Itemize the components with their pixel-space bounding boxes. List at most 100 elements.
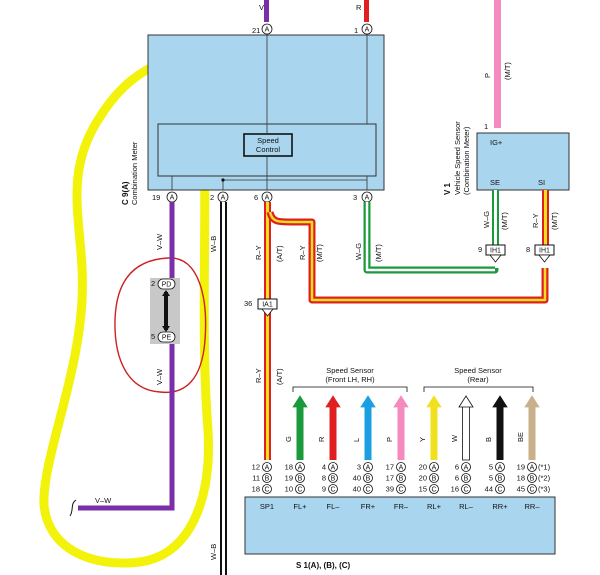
abs-pin-letter: A [530, 465, 535, 472]
pin-letter: A [365, 195, 370, 202]
abs-pin-number: 19 [285, 474, 293, 483]
abs-pin-number: 3 [357, 463, 361, 472]
wire-ry-branch-stripe [268, 211, 547, 302]
wire-note: (M/T) [550, 212, 559, 230]
abs-pin-number: 4 [322, 463, 326, 472]
abs-terminal-label: FL+ [293, 502, 307, 511]
abs-pin-letter: B [530, 476, 535, 483]
abs-pin-circle [527, 462, 537, 472]
arrow-down-icon [162, 326, 170, 332]
vss-sub: (Combination Meter) [462, 126, 471, 195]
abs-terminal-label: RR– [524, 502, 540, 511]
abs-pin-letter: A [298, 465, 303, 472]
abs-terminal-label: FL– [327, 502, 341, 511]
abs-pin-number: 18 [285, 463, 293, 472]
abs-pin-letter: B [464, 476, 469, 483]
abs-pin-letter: B [399, 476, 404, 483]
vss-pin-label: SE [490, 178, 500, 187]
wire-label: V–W [155, 233, 164, 250]
abs-pin-letter: B [432, 476, 437, 483]
arrow-up-icon [492, 395, 508, 408]
sensor-wire [364, 405, 372, 460]
sensor-wire-color-label: W [450, 434, 459, 442]
abs-pin-letter: C [431, 487, 436, 494]
speed-sensor-front-sub: (Front LH, RH) [325, 375, 375, 384]
wire-r-top [364, 0, 369, 22]
abs-pin-letter: A [432, 465, 437, 472]
pin-number: 9 [478, 245, 482, 254]
abs-pin-number: 5 [489, 463, 493, 472]
pin-circle [361, 23, 373, 35]
abs-pin-number: 17 [386, 463, 394, 472]
wire-label-r: R [356, 3, 362, 12]
abs-pin-number: 11 [252, 474, 260, 483]
pin-letter: A [221, 195, 226, 202]
vehicle-speed-sensor-box [476, 132, 570, 191]
wire-vw [78, 340, 175, 511]
abs-pin-circle [396, 462, 406, 472]
arrow-up-icon [524, 395, 540, 408]
abs-pin-number: 18 [252, 485, 260, 494]
wire-wg-vss-stripe [494, 190, 497, 248]
bracket-rear [423, 386, 534, 392]
wire-v-top [264, 0, 269, 22]
abs-pin-number: 15 [419, 485, 427, 494]
abs-pin-number: 9 [322, 485, 326, 494]
speed-control-label-2: Control [256, 145, 281, 154]
abs-pin-circle [295, 473, 305, 483]
abs-pin-letter: A [331, 465, 336, 472]
meter-name: Combination Meter [130, 141, 139, 205]
wire-note: (M/T) [374, 244, 383, 262]
abs-pin-letter: C [398, 487, 403, 494]
pin-number: 3 [353, 193, 357, 202]
sensor-wire [528, 405, 536, 460]
arrow-up-icon [393, 395, 409, 408]
wire-p [494, 0, 501, 128]
pin-number: 36 [244, 299, 252, 308]
wire-label: V–W [155, 368, 164, 385]
abs-terminal-label: RL+ [427, 502, 442, 511]
arrow-up-icon [426, 395, 442, 408]
annotation-circle [114, 257, 207, 394]
abs-terminal-label: RL– [459, 502, 474, 511]
wire-label: R–Y [298, 245, 307, 260]
abs-pin-letter: B [366, 476, 371, 483]
abs-pin-circle [328, 462, 338, 472]
pin-letter: A [265, 195, 270, 202]
sensor-wire-color-label: B [484, 437, 493, 442]
sensor-wire-color-label: L [352, 438, 361, 442]
bracket-front [292, 386, 408, 392]
abs-pin-letter: C [497, 487, 502, 494]
sensor-wire-color-label: R [317, 436, 326, 442]
arrow-up-icon [162, 290, 170, 296]
abs-pin-letter: C [365, 487, 370, 494]
abs-pin-number: 39 [386, 485, 394, 494]
pin-letter: A [170, 195, 175, 202]
abs-pin-circle [295, 484, 305, 494]
abs-pin-circle [262, 473, 272, 483]
speed-control-label-1: Speed [257, 136, 279, 145]
abs-pin-circle [461, 462, 471, 472]
wire-label: V–W [95, 496, 112, 505]
abs-pin-circle [429, 484, 439, 494]
abs-pin-letter: C [297, 487, 302, 494]
pin-number: 21 [252, 26, 260, 35]
vss-pin-label: SI [538, 178, 545, 187]
wire-wb-stripe [222, 202, 225, 575]
abs-pin-number: 8 [322, 474, 326, 483]
abs-terminal-label: SP1 [260, 502, 274, 511]
pin-number: 8 [526, 245, 530, 254]
abs-pin-letter: B [331, 476, 336, 483]
abs-pin-letter: C [330, 487, 335, 494]
wire-note: (A/T) [275, 245, 284, 262]
sensor-wire-color-label: G [284, 436, 293, 442]
abs-pin-number: 17 [386, 474, 394, 483]
connector-chevron-icon [489, 254, 502, 263]
abs-pin-number: 6 [455, 463, 459, 472]
arrow-up-icon [360, 395, 376, 408]
abs-pin-circle [328, 484, 338, 494]
wire-wg-stripe [365, 202, 495, 272]
vss-code: V 1 [443, 182, 452, 195]
